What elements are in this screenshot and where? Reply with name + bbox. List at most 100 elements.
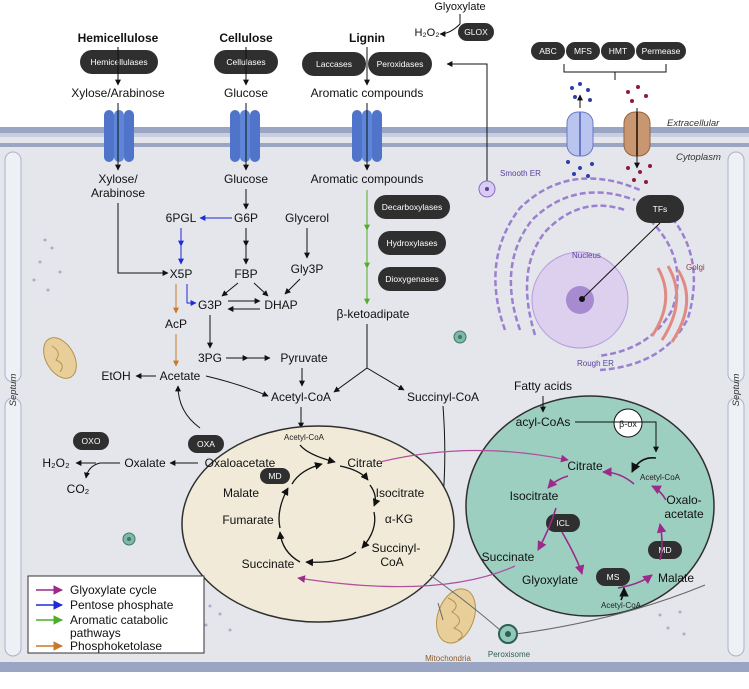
oxalate-label: Oxalate xyxy=(124,456,166,470)
svg-text:MD: MD xyxy=(658,545,671,555)
cytoplasm-label: Cytoplasm xyxy=(676,152,721,163)
succinyl-coa-label: Succinyl-CoA xyxy=(407,390,479,404)
mitochondrion-small xyxy=(43,337,77,379)
fbp-label: FBP xyxy=(234,267,257,281)
svg-text:OXA: OXA xyxy=(197,439,215,449)
tfs-pill: TFs xyxy=(636,195,684,223)
rough-er-label: Rough ER xyxy=(577,359,614,368)
glyoxylate-source-label: Glyoxylate xyxy=(434,1,485,13)
bottom-membrane xyxy=(0,662,749,672)
xylose-int-label-2: Arabinose xyxy=(91,186,145,200)
svg-text:Laccases: Laccases xyxy=(316,59,352,69)
septum-left-bottom xyxy=(4,397,22,657)
xylose-transporter xyxy=(104,110,134,162)
legend-pentose-label: Pentose phosphate xyxy=(70,598,174,612)
svg-text:MD: MD xyxy=(268,471,281,481)
6pgl-label: 6PGL xyxy=(166,211,197,225)
x5p-label: X5P xyxy=(170,267,193,281)
icl-pill: ICL xyxy=(546,514,580,532)
acetyl-coa-label: Acetyl-CoA xyxy=(271,390,331,404)
septum-left-top xyxy=(4,151,22,383)
peroxidases-pill: Peroxidases xyxy=(368,52,432,76)
citrate-transfer-arrow xyxy=(379,449,569,463)
beta-ox-label: β-ox xyxy=(619,419,637,429)
svg-text:GLOX: GLOX xyxy=(464,27,488,37)
glyox-md-pill: MD xyxy=(648,541,682,559)
glyox-oxalo-label-2: acetate xyxy=(664,507,704,521)
glyox-oxalo-label-1: Oxalo- xyxy=(666,493,701,507)
tca-isocitrate-label: Isocitrate xyxy=(376,486,425,500)
svg-text:MFS: MFS xyxy=(574,46,592,56)
oxo-pill: OXO xyxy=(73,432,109,450)
svg-text:OXO: OXO xyxy=(82,436,101,446)
ketoadipate-label: β-ketoadipate xyxy=(337,307,410,321)
tca-md-pill: MD xyxy=(260,468,290,484)
legend-aromatic-label-2: pathways xyxy=(70,626,121,640)
glucose-transporter xyxy=(230,110,260,162)
rough-er xyxy=(494,177,696,372)
tca-citrate-label: Citrate xyxy=(347,456,383,470)
golgi-label: Golgi xyxy=(686,263,705,272)
beta-ox-circle xyxy=(613,408,643,438)
xylose-int-label-1: Xylose/ xyxy=(98,172,138,186)
ms-pill: MS xyxy=(596,568,630,586)
pyruvate-label: Pyruvate xyxy=(280,351,328,365)
svg-text:Peroxidases: Peroxidases xyxy=(377,59,424,69)
transporter-mfs: MFS xyxy=(566,42,600,60)
glyox-isocitrate-label: Isocitrate xyxy=(510,489,559,503)
tca-cycle-arrows xyxy=(276,444,381,567)
tca-oxaloacetate-label: Oxaloacetate xyxy=(205,456,276,470)
laccases-pill: Laccases xyxy=(302,52,366,76)
svg-text:HMT: HMT xyxy=(609,46,627,56)
svg-text:Hemicellulases: Hemicellulases xyxy=(90,57,147,67)
xylose-ext-label: Xylose/Arabinose xyxy=(71,86,165,100)
tca-fumarate-label: Fumarate xyxy=(222,513,274,527)
septum-right-top xyxy=(727,151,745,383)
glyox-glyoxylate-label: Glyoxylate xyxy=(522,573,578,587)
svg-text:Permease: Permease xyxy=(642,46,681,56)
gly3p-label: Gly3P xyxy=(291,262,324,276)
aromatic-int-label: Aromatic compounds xyxy=(311,172,424,186)
peroxisome-glyoxylate-compartment xyxy=(465,395,715,617)
legend-aromatic-label-1: Aromatic catabolic xyxy=(70,613,168,627)
glucose-int-label: Glucose xyxy=(224,172,268,186)
acetate-label: Acetate xyxy=(160,369,201,383)
svg-text:Decarboxylases: Decarboxylases xyxy=(382,202,442,212)
septum-right-bottom xyxy=(727,397,745,657)
co2-label: CO₂ xyxy=(67,482,90,496)
lignin-label: Lignin xyxy=(349,31,385,45)
hemicellulose-label: Hemicellulose xyxy=(78,31,159,45)
tca-succinate-label: Succinate xyxy=(242,557,295,571)
transporter-permease: Permease xyxy=(636,42,686,60)
extracellular-label: Extracellular xyxy=(667,118,720,129)
mitochondria-label: Mitochondria xyxy=(425,654,471,663)
dioxygenases-pill: Dioxygenases xyxy=(378,267,446,291)
smooth-er-label: Smooth ER xyxy=(500,169,541,178)
acyl-coas-label: acyl-CoAs xyxy=(516,415,571,429)
golgi xyxy=(650,265,689,343)
glycerol-label: Glycerol xyxy=(285,211,329,225)
glyox-malate-label: Malate xyxy=(658,571,694,585)
septum-left-label: Septum xyxy=(8,374,19,407)
legend-phosphoketolase-label: Phosphoketolase xyxy=(70,639,162,653)
svg-text:MS: MS xyxy=(607,572,620,582)
influx-molecules xyxy=(626,85,652,184)
tca-succinyl-coa-label-1: Succinyl- xyxy=(372,541,421,555)
oxa-pill: OXA xyxy=(188,435,224,453)
efflux-transporter-blue xyxy=(566,111,594,157)
svg-text:ICL: ICL xyxy=(556,518,570,528)
hydroxylases-pill: Hydroxylases xyxy=(378,231,446,255)
h2o2-source-label: H₂O₂ xyxy=(414,27,439,39)
transporter-abc: ABC xyxy=(531,42,565,60)
succinate-transfer-arrow xyxy=(297,565,516,588)
aromatic-ext-label: Aromatic compounds xyxy=(311,86,424,100)
svg-text:TFs: TFs xyxy=(653,204,668,214)
tca-akg-label: α-KG xyxy=(385,512,413,526)
cellulose-label: Cellulose xyxy=(219,31,273,45)
hemicellulases-pill: Hemicellulases xyxy=(80,50,158,74)
glucose-ext-label: Glucose xyxy=(224,86,268,100)
glyox-acetyl-coa-top-label: Acetyl-CoA xyxy=(640,473,681,482)
h2o2-oxalate-label: H₂O₂ xyxy=(42,456,70,470)
